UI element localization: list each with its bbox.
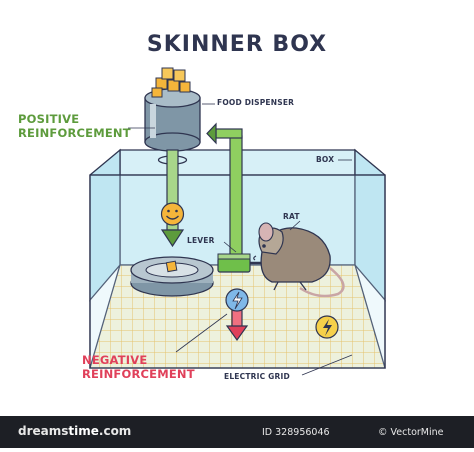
footer-bar: dreamstime.com ID 328956046 © VectorMine xyxy=(0,416,474,448)
negative-reinforcement-line2: REINFORCEMENT xyxy=(82,367,195,381)
rat-label: RAT xyxy=(283,212,300,221)
food-tray xyxy=(130,256,214,297)
logo-prefix: dreams xyxy=(18,424,69,438)
lever-label: LEVER xyxy=(187,236,215,245)
logo-tld: .com xyxy=(98,424,132,438)
lever-pipe xyxy=(206,122,243,261)
image-id: ID 328956046 xyxy=(262,427,330,438)
copyright: © VectorMine xyxy=(378,427,444,438)
rat xyxy=(253,222,345,298)
negative-reinforcement-line1: NEGATIVE xyxy=(82,353,148,367)
positive-reinforcement-line2: REINFORCEMENT xyxy=(18,126,131,140)
lightning-icon xyxy=(225,288,249,312)
leader-lines xyxy=(128,103,353,376)
food-dispenser xyxy=(144,88,201,152)
lever xyxy=(217,253,268,273)
smiley-icon xyxy=(160,202,185,226)
positive-reinforcement-label: POSITIVE REINFORCEMENT xyxy=(18,112,131,140)
electric-grid-label: ELECTRIC GRID xyxy=(224,372,290,381)
food-dispenser-label: FOOD DISPENSER xyxy=(217,98,295,107)
negative-reinforcement-label: NEGATIVE REINFORCEMENT xyxy=(82,353,195,381)
lightning-warning-icon xyxy=(315,315,339,339)
food-chute-arrow xyxy=(157,149,188,248)
page-title: SKINNER BOX xyxy=(146,32,328,57)
box-label: BOX xyxy=(316,155,335,164)
food-cube-icon xyxy=(151,67,191,98)
stock-logo: dreamstime.com xyxy=(18,424,131,438)
logo-suffix: time xyxy=(68,424,99,438)
positive-reinforcement-line1: POSITIVE xyxy=(18,112,80,126)
